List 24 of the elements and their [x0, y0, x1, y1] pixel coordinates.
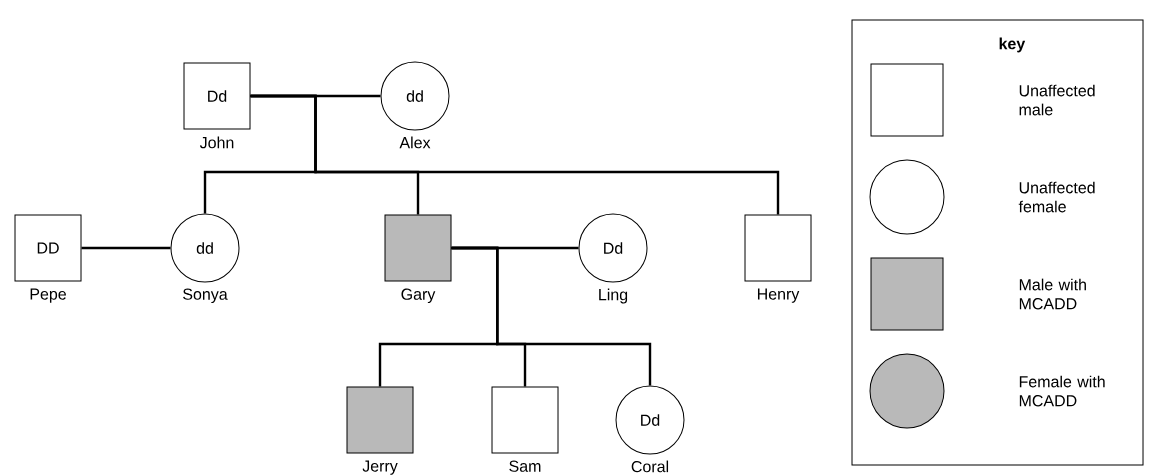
legend-label: Unaffected male [1019, 84, 1095, 116]
person-name: Pepe [30, 288, 66, 303]
person-name: Henry [758, 288, 800, 303]
person-name: Coral [631, 460, 669, 473]
person-name: Alex [399, 136, 431, 149]
legend-label: Unaffected female [1018, 181, 1095, 213]
pedigree-line [81, 246, 171, 250]
person-name: Gary [401, 288, 436, 304]
person-name: Sam [509, 460, 541, 472]
person-name: John [199, 136, 234, 149]
pedigree-square [384, 214, 452, 282]
pedigree-square: Dd [183, 62, 251, 130]
pedigree-square [491, 386, 559, 454]
pedigree-square [744, 214, 812, 282]
legend-label: Male with MCADD [1019, 278, 1086, 310]
person-name: Ling [599, 288, 628, 304]
person-name: Jerry [362, 460, 398, 475]
legend-label: Female with MCADD [1019, 375, 1105, 407]
pedigree-line [451, 246, 652, 386]
key-title: key [999, 37, 1026, 53]
pedigree-line [250, 94, 780, 215]
pedigree-square: DD [14, 214, 82, 282]
pedigree-square [346, 386, 414, 454]
person-name: Sonya [183, 288, 228, 304]
